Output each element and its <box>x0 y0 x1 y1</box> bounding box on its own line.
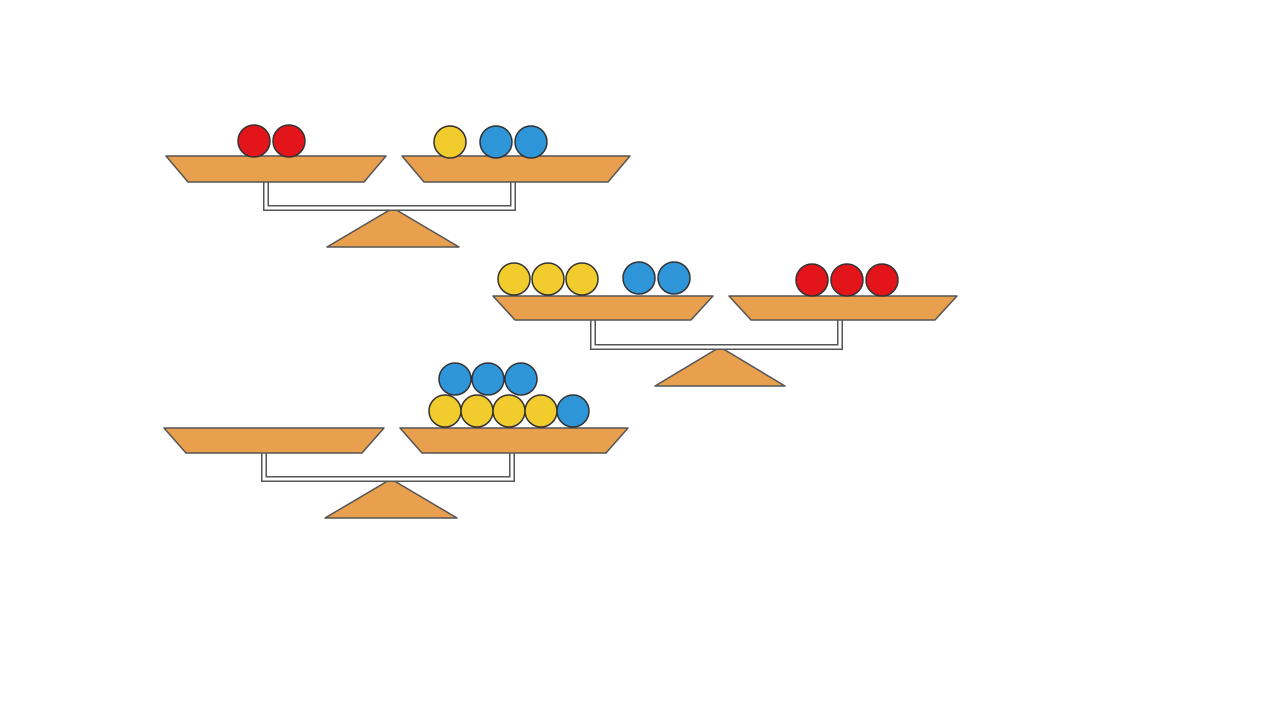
blue-ball <box>479 125 513 159</box>
yellow-ball <box>565 262 599 296</box>
beam <box>264 182 515 210</box>
yellow-ball <box>433 125 467 159</box>
balance-scale-2 <box>492 261 958 387</box>
yellow-ball <box>524 394 558 428</box>
blue-ball <box>471 362 505 396</box>
red-ball <box>272 124 306 158</box>
blue-ball <box>514 125 548 159</box>
balance-scale-3 <box>163 362 629 519</box>
blue-ball <box>504 362 538 396</box>
red-ball <box>830 263 864 297</box>
right-pan <box>401 155 631 183</box>
fulcrum <box>326 207 460 248</box>
fulcrum <box>324 478 458 519</box>
balance-scale-1 <box>165 124 631 248</box>
left-pan <box>492 295 714 321</box>
right-pan <box>399 427 629 454</box>
blue-ball <box>438 362 472 396</box>
left-pan <box>165 155 387 183</box>
fulcrum <box>654 346 786 387</box>
yellow-ball <box>492 394 526 428</box>
right-pan <box>728 295 958 321</box>
yellow-ball <box>460 394 494 428</box>
left-pan <box>163 427 385 454</box>
yellow-ball <box>531 262 565 296</box>
blue-ball <box>556 394 590 428</box>
blue-ball <box>657 261 691 295</box>
red-ball <box>795 263 829 297</box>
beam <box>262 453 514 481</box>
yellow-ball <box>428 394 462 428</box>
red-ball <box>865 263 899 297</box>
yellow-ball <box>497 262 531 296</box>
beam <box>591 320 842 349</box>
blue-ball <box>622 261 656 295</box>
red-ball <box>237 124 271 158</box>
